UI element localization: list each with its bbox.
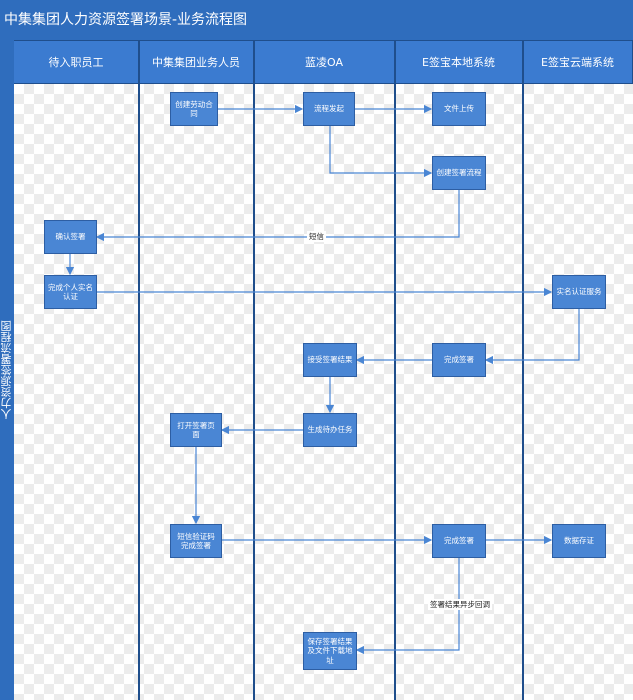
node-data-evidence: 数据存证	[552, 524, 606, 558]
node-generate-todo: 生成待办任务	[303, 413, 357, 447]
side-label: 人力资源签署流程图	[0, 320, 13, 420]
swimlane-diagram: 人力资源签署流程图 待入职员工 中集集团业务人员 蓝凌OA E签宝本地系统 E签…	[0, 40, 633, 700]
node-create-signing-flow: 创建签署流程	[432, 156, 486, 190]
node-receive-result: 接受签署结果	[303, 343, 357, 377]
diagram-title: 中集集团人力资源签署场景-业务流程图	[0, 0, 633, 40]
node-signing-complete-2: 完成签署	[432, 524, 486, 558]
node-file-upload: 文件上传	[432, 92, 486, 126]
lane-header-cloud: E签宝云端系统	[523, 40, 633, 84]
lane-header-employee: 待入职员工	[14, 40, 139, 84]
node-sms-code-signing: 短信验证码完成签署	[170, 524, 222, 558]
lanes-background	[14, 84, 633, 700]
edge-label-async-callback: 签署结果异步回调	[428, 599, 492, 610]
lane-divider	[394, 40, 396, 700]
node-create-labor-contract: 创建劳动合同	[170, 92, 218, 126]
lane-header-oa: 蓝凌OA	[254, 40, 395, 84]
node-personal-verification: 完成个人实名认证	[44, 275, 97, 309]
lane-divider	[522, 40, 524, 700]
lane-header-business: 中集集团业务人员	[139, 40, 254, 84]
node-signing-complete: 完成签署	[432, 343, 486, 377]
node-confirm-signing: 确认签署	[44, 220, 97, 254]
node-verification-service: 实名认证服务	[552, 275, 606, 309]
lane-header-local: E签宝本地系统	[395, 40, 523, 84]
node-open-signing-page: 打开签署页面	[170, 413, 222, 447]
lane-divider	[138, 40, 140, 700]
lane-divider	[253, 40, 255, 700]
node-initiate-process: 流程发起	[303, 92, 355, 126]
edge-label-sms: 短信	[307, 231, 326, 242]
side-header: 人力资源签署流程图	[0, 40, 14, 700]
node-save-result: 保存签署结果及文件下载地址	[303, 632, 357, 670]
